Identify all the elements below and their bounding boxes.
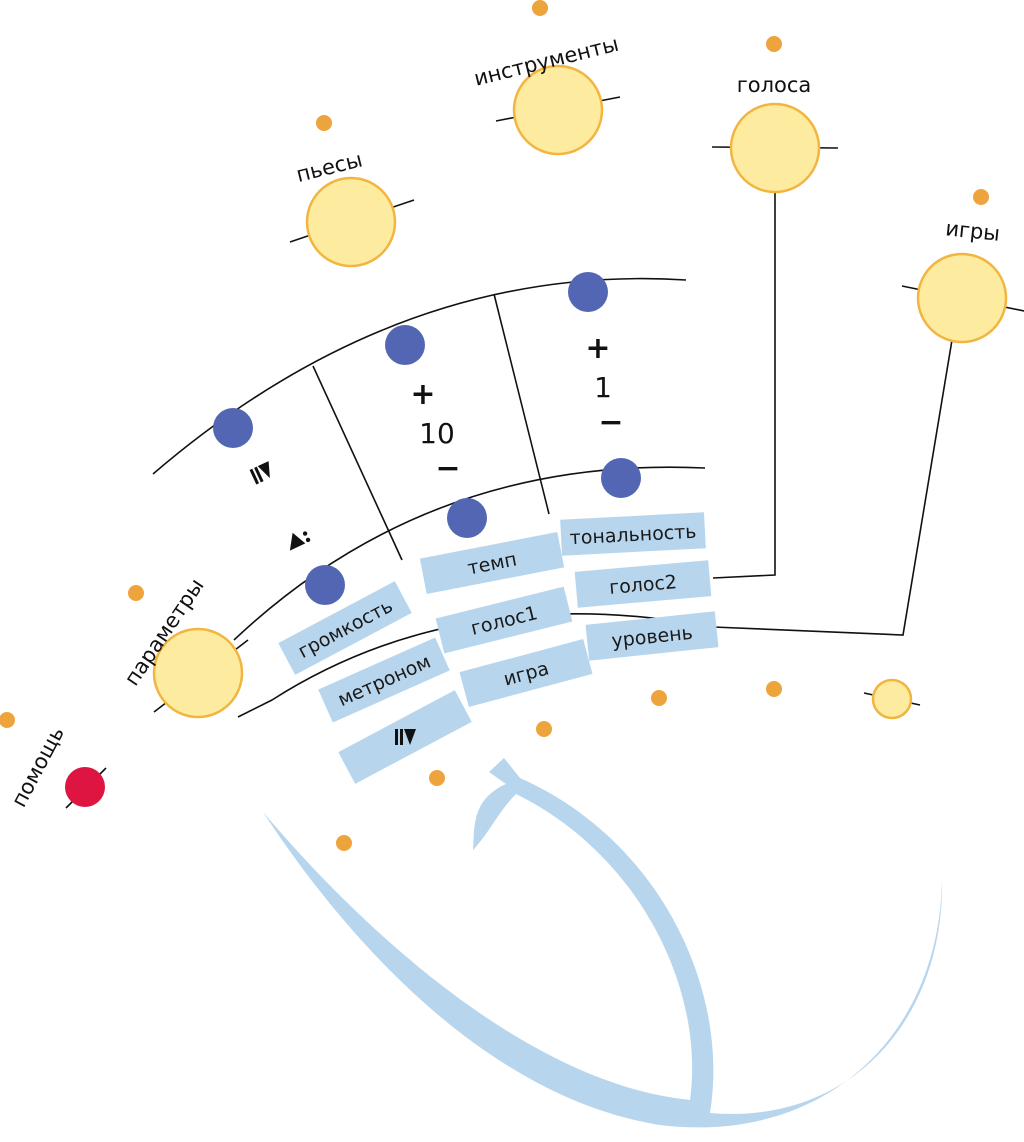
- menu-tile-play[interactable]: [338, 690, 472, 784]
- help-button[interactable]: помощь: [7, 722, 107, 811]
- orange-dot: [766, 681, 782, 697]
- knob-outer-3[interactable]: [568, 272, 608, 312]
- knob-inner-2[interactable]: [447, 498, 487, 538]
- planet-instruments[interactable]: инструменты: [471, 32, 621, 156]
- dial-column-1: [249, 461, 311, 551]
- planet-small[interactable]: [863, 678, 921, 720]
- increment-10-button[interactable]: +: [410, 377, 435, 412]
- games-label: игры: [944, 216, 1001, 246]
- orange-dot: [973, 189, 989, 205]
- menu-tile-game[interactable]: игра: [459, 639, 593, 707]
- planet-games[interactable]: игры: [901, 216, 1024, 344]
- menu-tile-voice2[interactable]: голос2: [574, 560, 712, 608]
- planet-voices[interactable]: голоса: [711, 73, 839, 194]
- orange-dot: [766, 36, 782, 52]
- dial-divider: [493, 293, 550, 515]
- dial-knobs: [213, 272, 641, 605]
- voices-label: голоса: [737, 73, 812, 97]
- orange-dot: [651, 690, 667, 706]
- orange-dot: [0, 712, 15, 728]
- dial-column-3: + 1 −: [585, 331, 623, 440]
- menu-tile-level[interactable]: уровень: [585, 611, 719, 661]
- step-10-value: 10: [419, 417, 455, 450]
- orange-dot: [128, 585, 144, 601]
- play-icon[interactable]: [249, 461, 276, 485]
- orange-dot: [532, 0, 548, 16]
- menu-tile-voice1[interactable]: голос1: [435, 586, 573, 654]
- dial-divider: [312, 365, 403, 561]
- menu-tile-tonality[interactable]: тональность: [560, 512, 706, 556]
- decrement-10-button[interactable]: −: [435, 451, 460, 486]
- voices-connector: [712, 192, 776, 579]
- menu-tile-tempo[interactable]: темп: [419, 531, 565, 595]
- games-connector: [712, 339, 953, 636]
- planet-pieces[interactable]: пьесы: [289, 147, 415, 268]
- help-circle: [65, 767, 105, 807]
- curved-arrow-icon: [263, 758, 943, 1128]
- orange-dot: [336, 835, 352, 851]
- dial-column-2: + 10 −: [410, 377, 460, 486]
- decorative-dots: [0, 0, 989, 851]
- orange-dot: [429, 770, 445, 786]
- step-1-value: 1: [594, 371, 612, 404]
- knob-inner-3[interactable]: [601, 458, 641, 498]
- orange-dot: [536, 721, 552, 737]
- knob-outer-1[interactable]: [213, 408, 253, 448]
- knob-inner-1[interactable]: [305, 565, 345, 605]
- decrement-1-button[interactable]: −: [598, 405, 623, 440]
- help-label: помощь: [7, 722, 69, 810]
- knob-outer-2[interactable]: [385, 325, 425, 365]
- orange-dot: [316, 115, 332, 131]
- play-icon: [395, 729, 416, 745]
- metronome-pattern-icon[interactable]: [284, 527, 311, 551]
- increment-1-button[interactable]: +: [585, 331, 610, 366]
